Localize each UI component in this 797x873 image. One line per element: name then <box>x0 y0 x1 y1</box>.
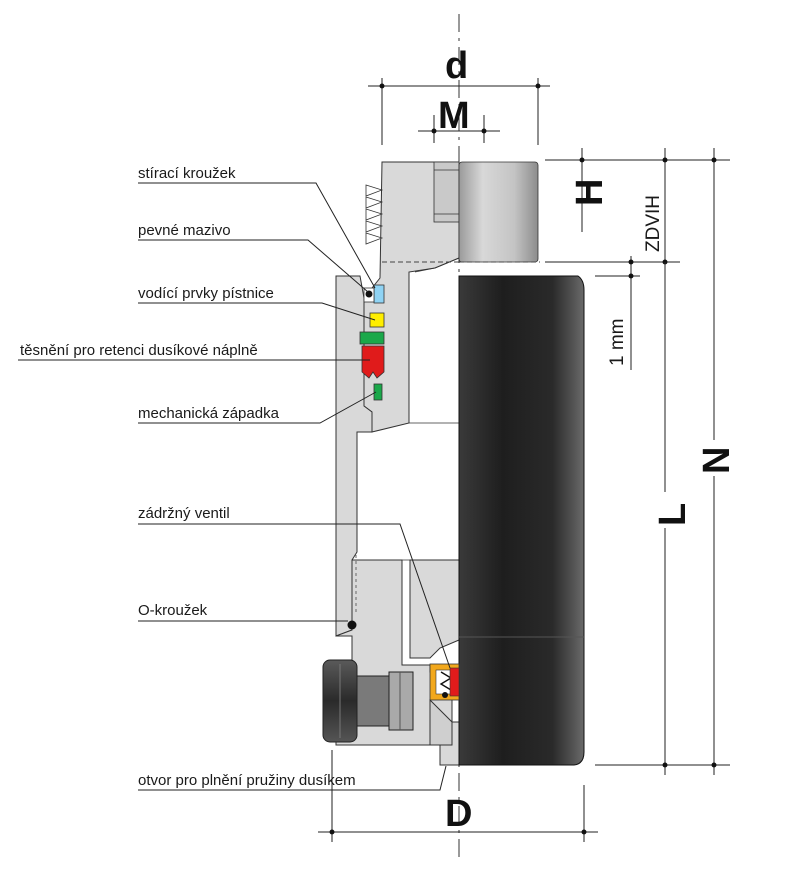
dim-N: N <box>696 447 738 474</box>
seal-stack <box>359 284 385 401</box>
label-valve: zádržný ventil <box>138 505 230 522</box>
label-wiper: stírací kroužek <box>138 165 236 182</box>
o-ring-symbol <box>347 620 357 630</box>
seal-green-upper <box>359 331 385 345</box>
dim-H: H <box>569 179 611 206</box>
label-seal: těsnění pro retenci dusíkové náplně <box>20 342 258 359</box>
rod-body-dark <box>458 275 585 766</box>
label-fill-port: otvor pro plnění pružiny dusíkem <box>138 772 356 789</box>
seal-red <box>361 345 385 379</box>
dim-one-mm: 1 mm <box>607 319 628 367</box>
wiper-teeth <box>365 184 384 245</box>
label-oring: O-kroužek <box>138 602 208 619</box>
dim-D: D <box>445 793 472 835</box>
guide-element <box>369 312 385 328</box>
dim-d: d <box>445 45 468 87</box>
label-grease: pevné mazivo <box>138 222 231 239</box>
dim-M: M <box>438 95 470 137</box>
fill-port-screw <box>322 659 414 743</box>
grease-dot <box>365 290 373 298</box>
dim-L: L <box>652 503 694 526</box>
cylinder-body <box>335 161 460 766</box>
check-valve <box>429 663 460 701</box>
label-guide: vodící prvky pístnice <box>138 285 274 302</box>
seal-green-lower <box>373 383 383 401</box>
wiper-ring <box>373 284 385 304</box>
label-latch: mechanická západka <box>138 405 280 422</box>
piston-rod <box>382 161 585 766</box>
leader-lines <box>18 182 451 791</box>
dim-stroke: ZDVIH <box>643 195 664 252</box>
rod-upper-light <box>458 161 539 263</box>
